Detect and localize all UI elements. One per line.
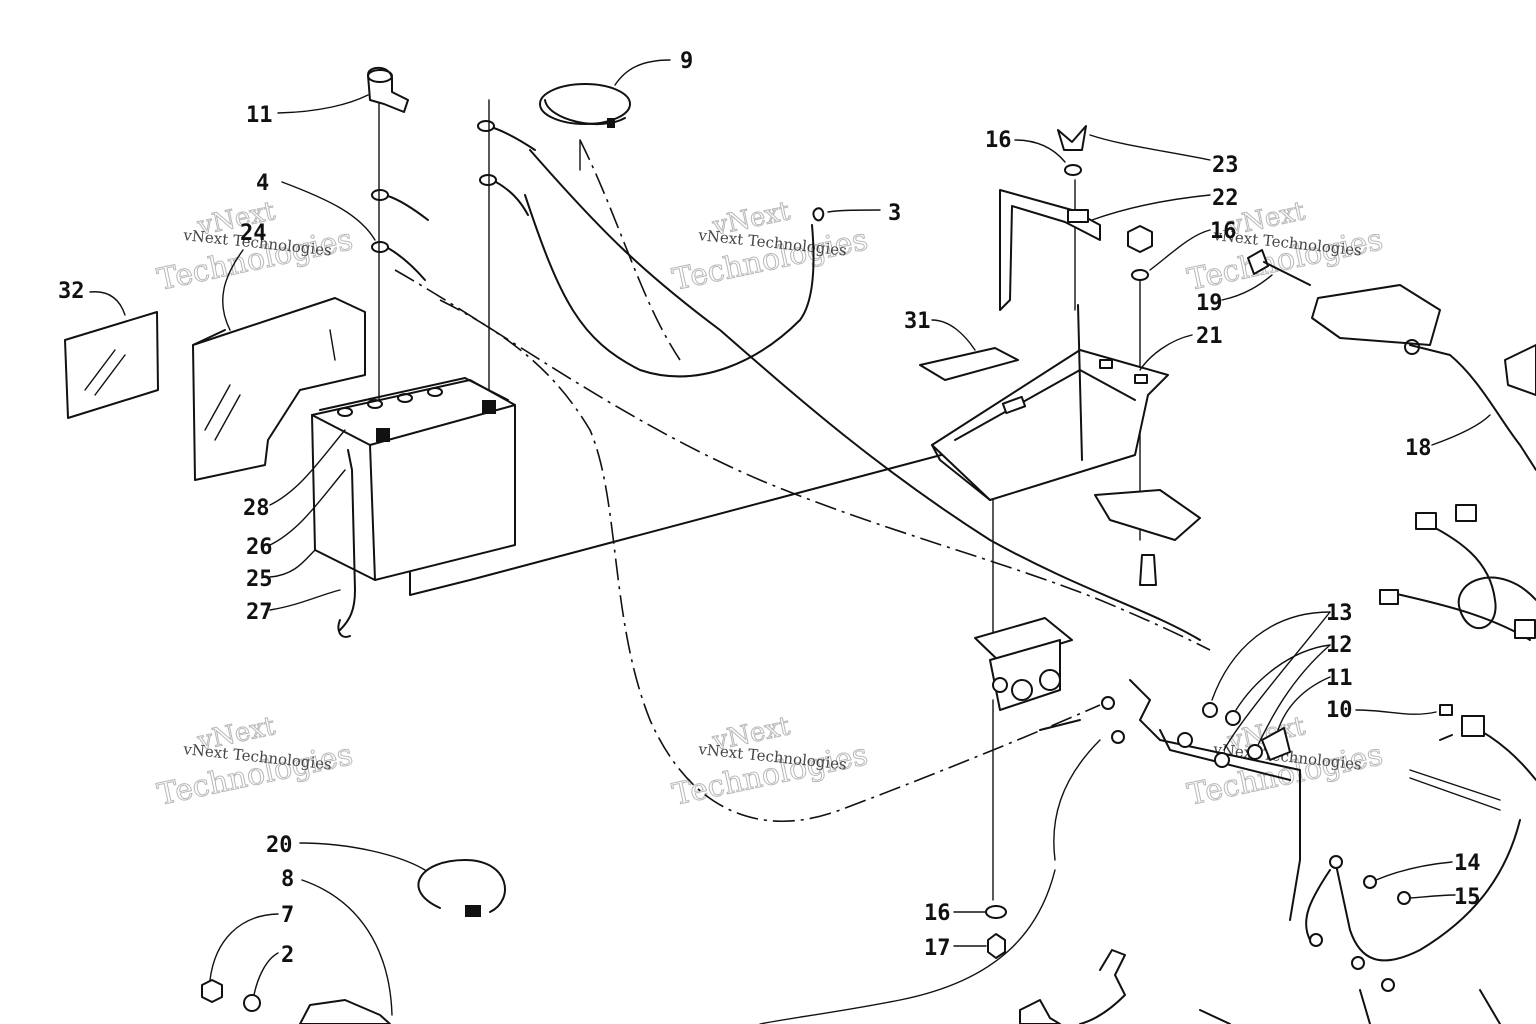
callout-8: 8 [281, 867, 294, 892]
strap-20 [417, 859, 506, 917]
washer-16 [1064, 164, 1082, 176]
fitting-8 [299, 999, 391, 1024]
battery-terminal-negative [376, 428, 390, 442]
battery-cover-24 [192, 297, 366, 481]
callout-26: 26 [246, 535, 273, 560]
ring-terminal-3 [812, 207, 825, 222]
battery-caps [337, 387, 443, 417]
callout-11-top: 11 [246, 103, 273, 128]
callout-32: 32 [58, 279, 85, 304]
callout-12: 12 [1326, 633, 1353, 658]
callout-10: 10 [1326, 698, 1353, 723]
callout-16-mid: 16 [1210, 219, 1237, 244]
pad-32 [64, 311, 159, 419]
vent-tube-27 [339, 449, 356, 631]
guide-lines [378, 99, 1141, 901]
bracket-22 [999, 189, 1101, 311]
pad-31 [919, 347, 1019, 381]
callout-11-right: 11 [1326, 666, 1353, 691]
callout-7: 7 [281, 903, 294, 928]
nut-7 [201, 979, 223, 1003]
callout-4: 4 [256, 171, 269, 196]
callout-22: 22 [1212, 186, 1239, 211]
callout-18: 18 [1405, 436, 1432, 461]
callout-9: 9 [680, 49, 693, 74]
bolt-lower [1139, 554, 1157, 586]
cable-3 [524, 194, 815, 378]
cable-positive [394, 269, 1211, 651]
callout-20: 20 [266, 833, 293, 858]
watermark-top-right: vNext Technologies vNext Technologies [1184, 196, 1386, 299]
callout-16-top: 16 [985, 128, 1012, 153]
callout-27: 27 [246, 600, 273, 625]
callout-25: 25 [246, 567, 273, 592]
callout-2: 2 [281, 943, 294, 968]
terminal-boot-11 [367, 66, 409, 113]
wiring-harness [1305, 504, 1536, 1024]
watermark-bottom-left: vNext Technologies vNext Technologies [154, 711, 356, 814]
solenoid [974, 617, 1073, 711]
battery-cables [371, 120, 825, 281]
tray-21 [931, 349, 1201, 586]
hardware-right [1101, 696, 1291, 768]
nut-16-17 [985, 905, 1007, 959]
washer-2 [243, 994, 261, 1012]
callout-17: 17 [924, 936, 951, 961]
callout-15: 15 [1454, 885, 1481, 910]
rod-18 [1404, 339, 1536, 471]
watermark-bottom-center: vNext Technologies vNext Technologies [669, 711, 871, 814]
callout-28: 28 [243, 496, 270, 521]
leader-lines [89, 59, 1491, 1016]
strap-9 [539, 83, 631, 128]
wing-nut-23 [1057, 125, 1087, 176]
connector-10 [1439, 704, 1453, 716]
mount-line [409, 449, 961, 596]
cable-negative [439, 299, 1101, 823]
j-bolt [1077, 304, 1083, 461]
callout-16-bottom: 16 [924, 901, 951, 926]
callout-labels: 9 11 4 24 32 3 16 23 22 16 19 31 21 18 2… [58, 49, 1481, 968]
callout-21: 21 [1196, 324, 1223, 349]
callout-23: 23 [1212, 153, 1239, 178]
watermark-top-left: vNext Technologies vNext Technologies [154, 196, 356, 299]
callout-19: 19 [1196, 291, 1223, 316]
callout-24: 24 [240, 221, 267, 246]
frame-plate [1094, 489, 1201, 541]
nut-15 [1397, 891, 1411, 905]
bottom-hardware [1019, 949, 1231, 1024]
callout-3: 3 [888, 201, 901, 226]
callout-13: 13 [1326, 601, 1353, 626]
nut-16 [1127, 225, 1153, 281]
cable-routing [394, 139, 1301, 1024]
bumper-pad [1311, 284, 1441, 346]
battery-25 [311, 377, 516, 638]
battery-terminal-positive [482, 400, 496, 414]
callout-31: 31 [904, 309, 931, 334]
callout-14: 14 [1454, 851, 1481, 876]
bolt-19 [1247, 249, 1441, 346]
washer-14 [1363, 875, 1377, 889]
